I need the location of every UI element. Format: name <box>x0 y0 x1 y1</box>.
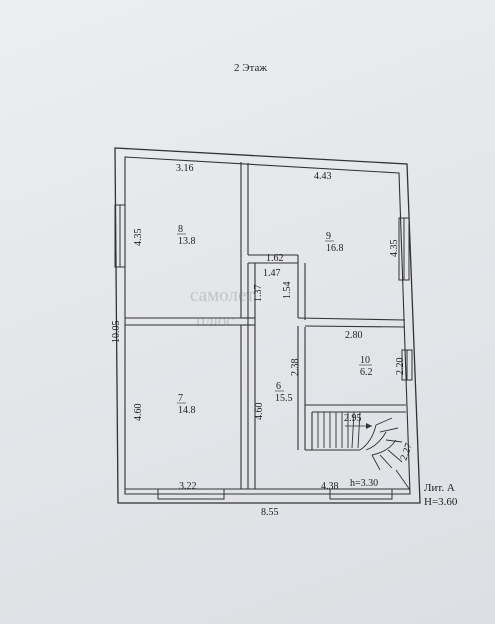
room-9-area: 16.8 <box>326 243 344 254</box>
room-9-label: 9 16.8 <box>325 231 344 254</box>
dim-2-95: 2.95 <box>344 413 362 424</box>
dim-2-38: 2.38 <box>290 359 301 377</box>
interior-walls <box>125 162 410 490</box>
room-8-area: 13.8 <box>178 236 196 247</box>
dim-1-47: 1.47 <box>263 268 281 279</box>
dim-3-22: 3.22 <box>179 481 197 492</box>
room-8-number: 8 <box>178 224 183 235</box>
watermark: самолет плюс <box>190 285 256 331</box>
outer-wall-outer-line <box>114 147 421 504</box>
watermark-line2: плюс <box>196 311 234 330</box>
watermark-line1: самолет <box>190 285 255 306</box>
room-10-number: 10 <box>360 355 370 366</box>
dim-1-62: 1.62 <box>266 253 284 264</box>
room-10-label: 10 6.2 <box>359 355 373 378</box>
dim-1-37: 1.37 <box>253 285 264 303</box>
dim-4-60-left: 4.60 <box>133 404 144 422</box>
room-8-label: 8 13.8 <box>177 224 196 247</box>
room-7-area: 14.8 <box>178 405 196 416</box>
dim-3-16: 3.16 <box>176 163 194 174</box>
building-height: Н=3.60 <box>424 496 458 508</box>
room-7-label: 7 14.8 <box>177 393 196 416</box>
dim-1-54: 1.54 <box>282 282 293 300</box>
room-6-area: 15.5 <box>275 393 293 404</box>
dim-ceiling-height: h=3.30 <box>350 478 378 489</box>
dim-10-05: 10.05 <box>111 321 122 344</box>
room-9-number: 9 <box>326 231 331 242</box>
floor-title: 2 Этаж <box>234 62 267 74</box>
room-10-area: 6.2 <box>360 367 373 378</box>
outer-wall-inner-line <box>124 156 411 495</box>
dim-2-20: 2.20 <box>395 358 406 376</box>
dim-4-43: 4.43 <box>314 171 332 182</box>
dim-4-35-left: 4.35 <box>133 229 144 247</box>
dimension-labels: 3.16 4.43 1.62 1.47 2.80 2.95 3.22 4.38 … <box>176 163 378 518</box>
room-6-number: 6 <box>276 381 281 392</box>
dim-2-27: 2.27 <box>398 442 414 462</box>
room-7-number: 7 <box>178 393 183 404</box>
dim-8-55: 8.55 <box>261 507 279 518</box>
dim-4-38: 4.38 <box>321 481 339 492</box>
vertical-dimension-labels: 4.35 4.35 1.37 1.54 10.05 2.38 2.20 4.60… <box>111 229 415 463</box>
dim-4-60-mid: 4.60 <box>254 403 265 421</box>
dim-2-80: 2.80 <box>345 330 363 341</box>
dim-4-35-right: 4.35 <box>389 240 400 258</box>
windows <box>114 204 413 500</box>
staircase <box>317 411 411 491</box>
building-letter-block: Лит. А Н=3.60 <box>424 481 457 509</box>
building-letter: Лит. А <box>424 482 455 494</box>
room-6-label: 6 15.5 <box>275 381 293 404</box>
